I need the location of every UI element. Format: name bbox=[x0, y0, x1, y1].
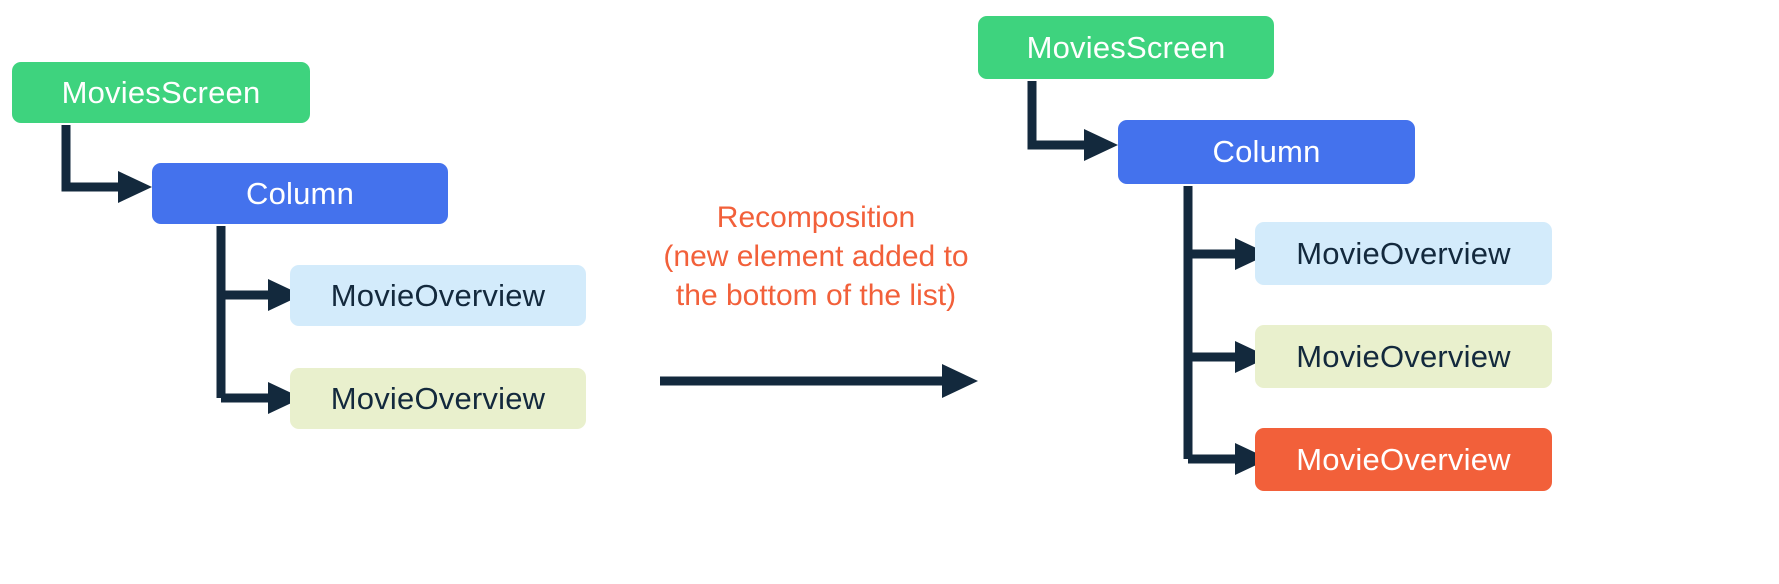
after-node-movieoverview-2[interactable]: MovieOverview bbox=[1255, 325, 1552, 388]
after-node-movieoverview-1-label: MovieOverview bbox=[1296, 235, 1511, 271]
after-node-movieoverview-1[interactable]: MovieOverview bbox=[1255, 222, 1552, 285]
before-node-column[interactable]: Column bbox=[152, 163, 448, 224]
before-node-moviesscreen[interactable]: MoviesScreen bbox=[12, 62, 310, 123]
before-edge-screen-to-column bbox=[60, 123, 156, 207]
before-node-moviesscreen-label: MoviesScreen bbox=[61, 74, 261, 110]
after-node-movieoverview-3[interactable]: MovieOverview bbox=[1255, 428, 1552, 491]
before-edge-column-to-children bbox=[216, 224, 306, 414]
after-edge-column-to-children bbox=[1183, 184, 1273, 476]
before-node-movieoverview-1-label: MovieOverview bbox=[330, 277, 546, 313]
transition-caption-line-3: the bottom of the list) bbox=[675, 279, 957, 312]
before-node-movieoverview-1[interactable]: MovieOverview bbox=[290, 265, 586, 326]
after-node-movieoverview-2-label: MovieOverview bbox=[1296, 338, 1511, 374]
before-node-column-label: Column bbox=[245, 175, 355, 211]
after-node-moviesscreen-label: MoviesScreen bbox=[1026, 29, 1226, 65]
transition-caption-line-2: (new element added to bbox=[663, 240, 969, 273]
after-edge-screen-to-column bbox=[1026, 79, 1122, 165]
after-node-movieoverview-3-label: MovieOverview bbox=[1296, 441, 1511, 477]
after-node-moviesscreen[interactable]: MoviesScreen bbox=[978, 16, 1274, 79]
before-node-movieoverview-2-label: MovieOverview bbox=[330, 380, 546, 416]
before-node-movieoverview-2[interactable]: MovieOverview bbox=[290, 368, 586, 429]
after-node-column-label: Column bbox=[1212, 134, 1321, 169]
after-node-column[interactable]: Column bbox=[1118, 120, 1415, 184]
transition-caption-line-1: Recomposition bbox=[716, 201, 916, 234]
transition-caption: Recomposition (new element added to the … bbox=[656, 198, 976, 315]
transition-arrow-icon bbox=[660, 362, 980, 400]
